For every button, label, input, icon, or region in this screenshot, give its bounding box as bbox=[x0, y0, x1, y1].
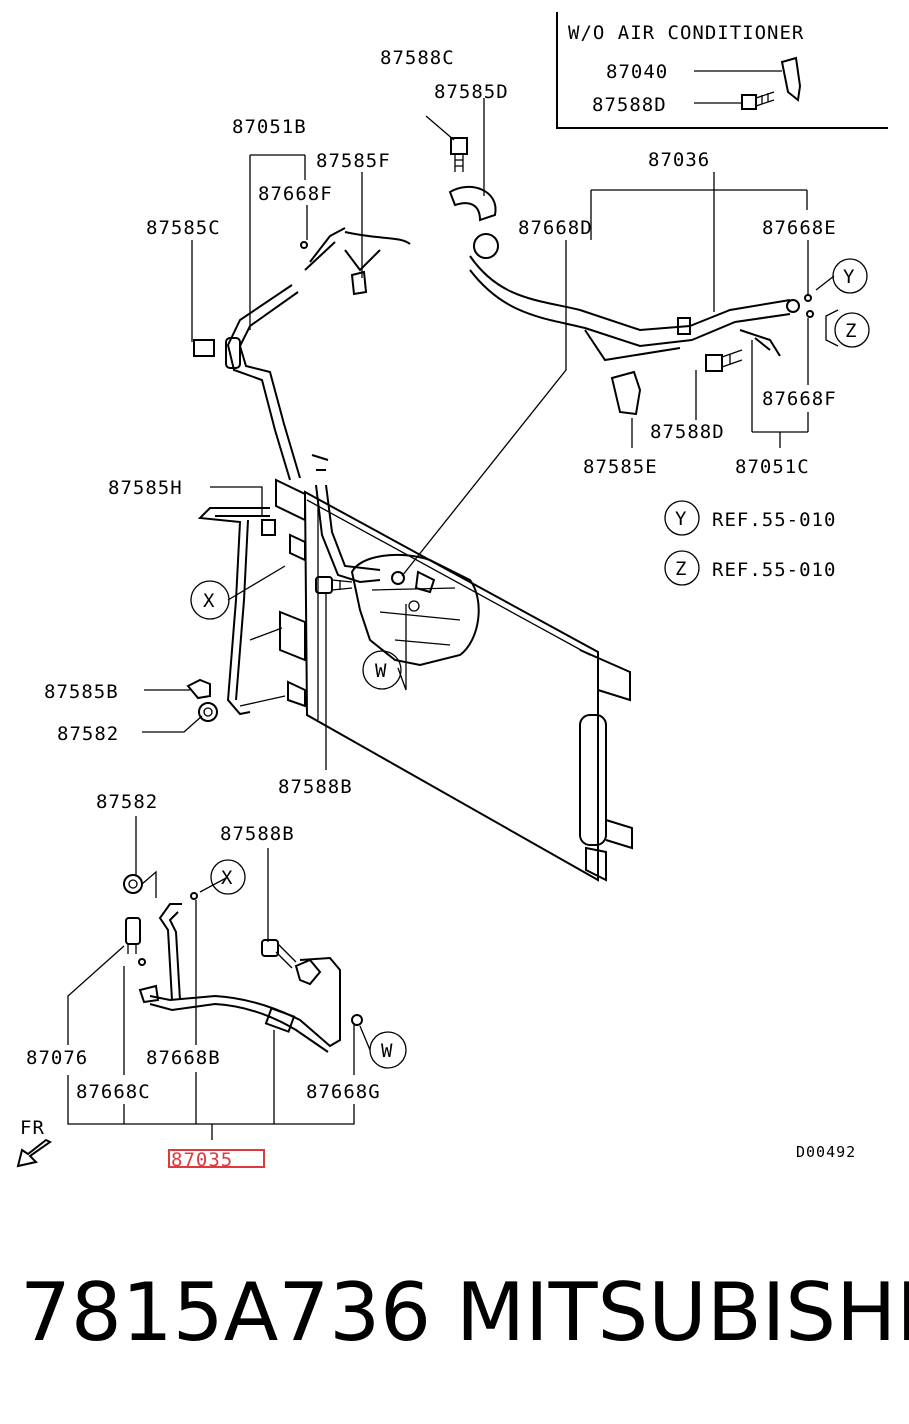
nut-87582-low-icon bbox=[123, 870, 157, 898]
label-87051C: 87051C bbox=[735, 456, 810, 478]
label-87668F-top: 87668F bbox=[258, 183, 333, 205]
receiver-drier bbox=[579, 714, 607, 846]
clip-87585F-icon bbox=[350, 270, 368, 296]
bolt-87588D-right-icon bbox=[705, 349, 743, 372]
fittings-top bbox=[193, 137, 814, 416]
bolt-87588B-low-icon bbox=[261, 939, 297, 969]
bolt-87588C-icon bbox=[450, 137, 468, 172]
pipe-x bbox=[186, 507, 353, 722]
label-87668E: 87668E bbox=[762, 217, 837, 239]
inset-label-87588D: 87588D bbox=[592, 94, 667, 116]
ref-circle-w-low: W bbox=[381, 1040, 393, 1062]
highlight-box-87035 bbox=[168, 1149, 265, 1168]
label-87668D: 87668D bbox=[518, 217, 593, 239]
label-87585H: 87585H bbox=[108, 477, 183, 499]
label-87588C: 87588C bbox=[380, 47, 455, 69]
front-arrow: FR bbox=[16, 1117, 52, 1168]
ref-text-y: REF.55-010 bbox=[712, 509, 836, 531]
hose-assy-87035 bbox=[123, 870, 363, 1053]
clip-87585E-icon bbox=[610, 370, 642, 416]
ref-circle-y-top: Y bbox=[843, 266, 855, 288]
label-87585D: 87585D bbox=[434, 81, 509, 103]
diagram-code: D00492 bbox=[796, 1143, 856, 1161]
leader-lines bbox=[67, 98, 839, 1140]
inset-label-87040: 87040 bbox=[606, 61, 668, 83]
clip-87585C-icon bbox=[193, 339, 215, 357]
label-87585F: 87585F bbox=[316, 150, 391, 172]
label-87076: 87076 bbox=[26, 1047, 88, 1069]
fr-label: FR bbox=[20, 1117, 45, 1139]
bracket-87040-icon bbox=[780, 56, 802, 102]
compressor bbox=[350, 553, 480, 667]
label-87588B-low: 87588B bbox=[220, 823, 295, 845]
part-labels: 87588C 87585D 87051B 87585F 87668F 87585… bbox=[26, 47, 837, 1171]
reference-circles: Y Z Y REF.55-010 Z REF.55-010 X W X W bbox=[190, 258, 870, 1069]
label-87036: 87036 bbox=[648, 149, 710, 171]
label-87035: 87035 bbox=[171, 1149, 233, 1171]
ref-circle-x-mid: X bbox=[203, 590, 215, 612]
suction-hose-87036 bbox=[311, 233, 800, 584]
sensor-87076-icon bbox=[125, 917, 141, 954]
label-87582-mid: 87582 bbox=[57, 723, 119, 745]
clip-87585B-icon bbox=[186, 678, 211, 700]
label-87051B: 87051B bbox=[232, 116, 307, 138]
condenser bbox=[275, 478, 633, 882]
label-87585B: 87585B bbox=[44, 681, 119, 703]
ref-circle-z-top: Z bbox=[845, 320, 857, 342]
label-87585C: 87585C bbox=[146, 217, 221, 239]
label-87588B-mid: 87588B bbox=[278, 776, 353, 798]
nut-87582-mid-icon bbox=[198, 702, 218, 722]
label-87668C: 87668C bbox=[76, 1081, 151, 1103]
label-87585E: 87585E bbox=[583, 456, 658, 478]
footer-part-number: 7815A736 bbox=[20, 1266, 431, 1359]
label-87668F-right: 87668F bbox=[762, 388, 837, 410]
ref-circle-x-low: X bbox=[221, 867, 233, 889]
label-87668G: 87668G bbox=[306, 1081, 381, 1103]
ref-circle-w-mid: W bbox=[375, 660, 387, 682]
inset-without-ac: W/O AIR CONDITIONER 87040 87588D bbox=[556, 12, 888, 129]
clamp-87585D-icon bbox=[448, 186, 497, 222]
fr-arrow-icon bbox=[16, 1138, 52, 1168]
ref-circle-y: Y bbox=[675, 508, 687, 530]
inset-title: W/O AIR CONDITIONER bbox=[568, 22, 804, 44]
bolt-87588D-icon bbox=[741, 91, 775, 110]
label-87582-low: 87582 bbox=[96, 791, 158, 813]
label-87668B: 87668B bbox=[146, 1047, 221, 1069]
ref-circle-z: Z bbox=[675, 558, 687, 580]
label-87588D: 87588D bbox=[650, 421, 725, 443]
bolt-87588B-mid-icon bbox=[315, 576, 353, 594]
ref-text-z: REF.55-010 bbox=[712, 559, 836, 581]
liquid-line-87051B bbox=[225, 227, 411, 481]
footer-brand: MITSUBISHI bbox=[456, 1266, 909, 1359]
